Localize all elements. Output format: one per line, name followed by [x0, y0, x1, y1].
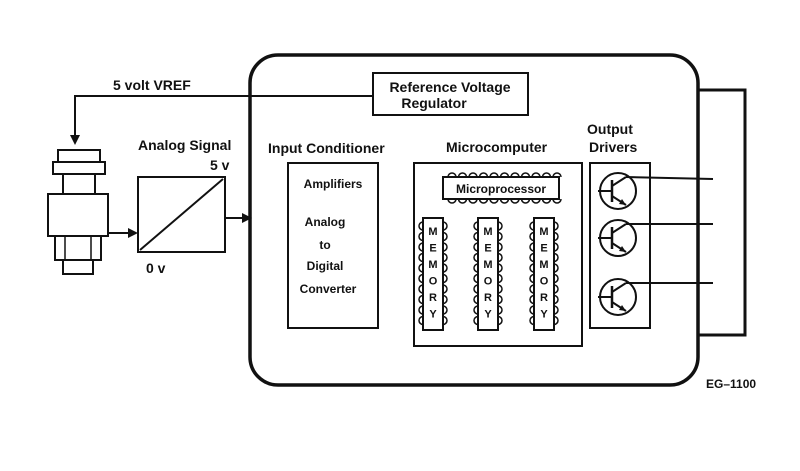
microcomputer-label: Microcomputer — [446, 139, 548, 155]
output-drivers-label-line2: Drivers — [589, 139, 637, 155]
memory-letter: M — [428, 259, 437, 271]
memory-letter: O — [484, 276, 493, 288]
memory-letter: O — [429, 276, 438, 288]
five-v-label: 5 v — [210, 157, 230, 173]
adc-label-3: Digital — [307, 259, 344, 273]
transistor-symbol — [598, 172, 714, 210]
zero-v-label: 0 v — [146, 260, 166, 276]
memory-letter: M — [428, 226, 437, 238]
memory-letter: O — [540, 276, 549, 288]
memory-letter: Y — [484, 309, 492, 321]
memory-letter: M — [483, 226, 492, 238]
memory-letter: M — [539, 259, 548, 271]
memory-letter: M — [539, 226, 548, 238]
regulator-label-line2: Regulator — [401, 95, 467, 111]
output-transistors — [598, 172, 714, 316]
adc-label-1: Analog — [305, 215, 346, 229]
memory-letter: R — [484, 292, 492, 304]
adc-label-2: to — [319, 238, 330, 252]
output-drivers-label-line1: Output — [587, 121, 633, 137]
microprocessor-label: Microprocessor — [456, 182, 546, 196]
input-conditioner-box — [287, 162, 379, 329]
sensor — [47, 149, 109, 275]
analog-signal-label: Analog Signal — [138, 137, 231, 153]
amplifiers-label: Amplifiers — [304, 177, 363, 191]
memory-letter: E — [429, 243, 436, 255]
memory-letter: Y — [429, 309, 437, 321]
memory-letter: R — [429, 292, 437, 304]
output-line — [625, 176, 714, 180]
ecu-connector — [698, 88, 747, 337]
memory-letter: R — [540, 292, 548, 304]
analog-ramp — [139, 178, 224, 251]
figure-id: EG–1100 — [706, 377, 756, 391]
regulator-label-line1: Reference Voltage — [389, 79, 510, 95]
adc-label-4: Converter — [300, 282, 357, 296]
memory-letter: E — [484, 243, 491, 255]
memory-letter: Y — [540, 309, 548, 321]
vref-label: 5 volt VREF — [113, 77, 191, 93]
transistor-symbol — [598, 278, 713, 316]
vref-line — [70, 95, 373, 145]
memory-letter: M — [483, 259, 492, 271]
input-conditioner-label: Input Conditioner — [268, 140, 385, 156]
memory-letter: E — [540, 243, 547, 255]
transistor-symbol — [598, 219, 713, 257]
microprocessor-chip — [442, 172, 562, 204]
reference-voltage-regulator — [372, 72, 529, 116]
